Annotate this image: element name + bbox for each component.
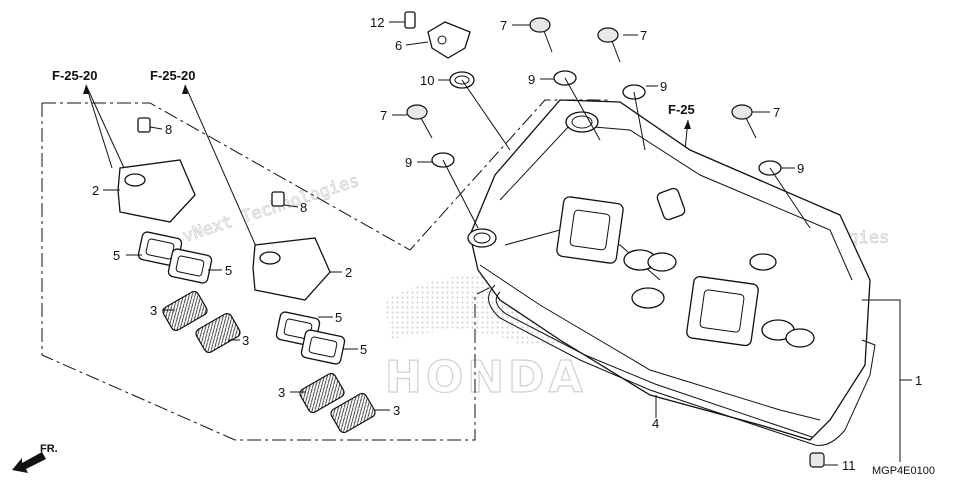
reed-valves [162,290,376,434]
leader-lines [103,21,912,466]
ref-arrowhead [684,120,691,129]
grommet [809,452,825,468]
callout-2: 2 [345,265,352,280]
callout-10: 10 [420,73,434,88]
callout-6: 6 [395,38,402,53]
head-cover-gasket-inner [495,291,813,438]
front-arrow-icon [12,452,46,473]
callout-3: 3 [150,303,157,318]
callout-5: 5 [360,342,367,357]
direction-indicator: FR. [12,443,58,473]
callout-9: 9 [405,155,412,170]
reed-valve-cover [117,117,196,223]
ref-label-left-2: F-25-20 [150,68,196,83]
group-boundary-bottom [41,103,496,441]
callout-11: 11 [842,458,856,473]
callout-4: 4 [652,416,659,431]
callout-5: 5 [335,310,342,325]
head-cover-gasket [488,284,876,446]
cam-sensor [404,11,475,89]
reed-valve-cover [252,191,331,301]
callout-2: 2 [92,183,99,198]
callout-numbers: 12 6 10 7 9 7 9 7 9 7 9 8 8 2 2 5 5 5 5 … [92,15,922,473]
watermark-text: vNext Technologies [180,171,361,247]
callout-7: 7 [380,108,387,123]
brand-watermark: HONDA [385,352,587,403]
callout-5: 5 [225,263,232,278]
callout-9: 9 [660,79,667,94]
ref-label-left-1: F-25-20 [52,68,98,83]
callout-3: 3 [242,333,249,348]
callout-9: 9 [528,72,535,87]
callout-5: 5 [113,248,120,263]
callout-7: 7 [500,18,507,33]
direction-label: FR. [40,443,58,455]
reed-gaskets [137,231,346,365]
callout-7: 7 [773,105,780,120]
callout-3: 3 [393,403,400,418]
ref-leader [85,84,126,171]
callout-12: 12 [370,15,384,30]
callout-3: 3 [278,385,285,400]
ref-leader [184,84,263,261]
callout-9: 9 [797,161,804,176]
cylinder-head-cover [467,99,871,441]
callout-8: 8 [300,200,307,215]
ref-arrowhead [83,85,188,94]
callout-1: 1 [915,373,922,388]
part-code: MGP4E0100 [872,465,935,477]
ref-label-right: F-25 [668,102,695,117]
callout-7: 7 [640,28,647,43]
callout-8: 8 [165,122,172,137]
